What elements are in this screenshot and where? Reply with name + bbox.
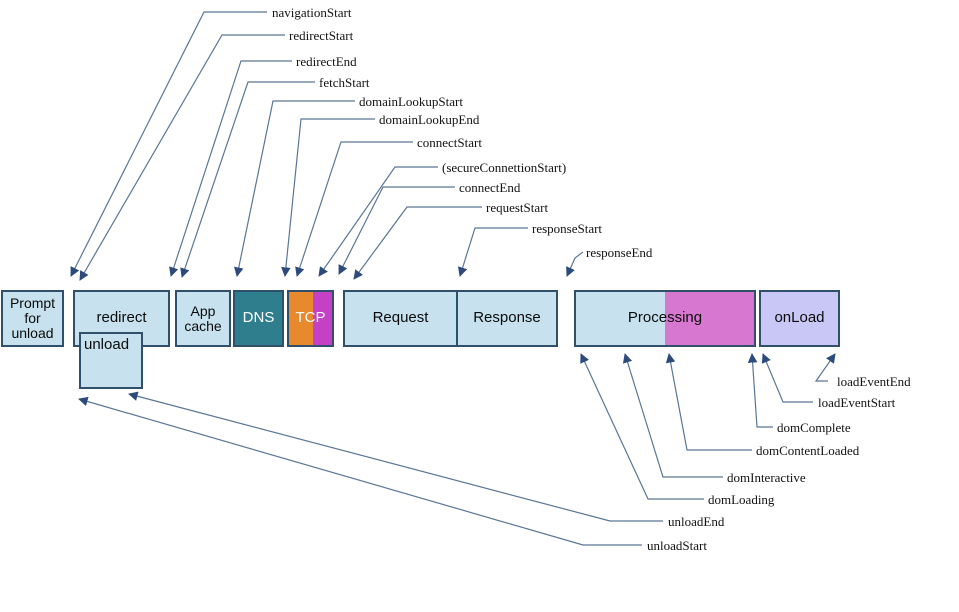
arrow-navigationStart bbox=[70, 11, 267, 277]
event-label-domLoading: domLoading bbox=[708, 492, 775, 507]
arrow-loadEventStart bbox=[761, 353, 813, 403]
event-label-loadEventEnd: loadEventEnd bbox=[837, 374, 911, 389]
event-label-requestStart: requestStart bbox=[486, 200, 549, 215]
arrow-connectStart bbox=[295, 141, 413, 277]
timeline-box-response: Response bbox=[473, 309, 541, 327]
timeline-box-processing: Processing bbox=[574, 290, 756, 347]
arrow-connectEnd bbox=[338, 186, 455, 275]
event-label-connectEnd: connectEnd bbox=[459, 180, 521, 195]
event-label-responseEnd: responseEnd bbox=[586, 245, 653, 260]
arrow-redirectStart bbox=[79, 34, 285, 281]
event-label-domContentLoaded: domContentLoaded bbox=[756, 443, 860, 458]
event-label-secureConnectionStart: (secureConnettionStart) bbox=[442, 160, 567, 175]
timeline-box-onload: onLoad bbox=[759, 290, 840, 347]
event-label-connectStart: connectStart bbox=[417, 135, 482, 150]
event-label-responseStart: responseStart bbox=[532, 221, 603, 236]
arrow-responseEnd bbox=[566, 251, 584, 277]
arrow-requestStart bbox=[353, 206, 482, 280]
arrow-loadEventEnd bbox=[814, 353, 836, 382]
event-label-domComplete: domComplete bbox=[777, 420, 851, 435]
arrow-domainLookupEnd bbox=[281, 118, 375, 277]
arrow-responseStart bbox=[457, 227, 528, 277]
arrow-fetchStart bbox=[180, 81, 315, 278]
timeline-box-app-cache: App cache bbox=[175, 290, 231, 347]
arrow-domInteractive bbox=[622, 353, 723, 478]
timeline-box-dns: DNS bbox=[233, 290, 284, 347]
timeline-box-prompt-for-unload: Prompt for unload bbox=[1, 290, 64, 347]
arrow-domContentLoaded bbox=[665, 353, 752, 451]
timeline-box-request: Request bbox=[345, 292, 458, 345]
arrow-unloadEnd bbox=[128, 391, 663, 522]
timeline-box-tcp: TCP bbox=[287, 290, 334, 347]
arrow-domLoading bbox=[580, 353, 704, 500]
event-label-navigationStart: navigationStart bbox=[272, 5, 352, 20]
arrow-redirectEnd bbox=[169, 60, 292, 277]
event-label-unloadEnd: unloadEnd bbox=[668, 514, 725, 529]
arrow-domComplete bbox=[747, 353, 773, 428]
event-label-fetchStart: fetchStart bbox=[319, 75, 370, 90]
arrow-domainLookupStart bbox=[234, 100, 355, 277]
event-label-redirectStart: redirectStart bbox=[289, 28, 354, 43]
event-label-domainLookupStart: domainLookupStart bbox=[359, 94, 463, 109]
event-label-loadEventStart: loadEventStart bbox=[818, 395, 896, 410]
arrow-secureConnectionStart bbox=[318, 166, 438, 277]
timeline-box-unload: unload bbox=[79, 332, 143, 389]
arrow-unloadStart bbox=[78, 396, 642, 546]
event-label-redirectEnd: redirectEnd bbox=[296, 54, 357, 69]
event-label-domInteractive: domInteractive bbox=[727, 470, 806, 485]
event-label-unloadStart: unloadStart bbox=[647, 538, 707, 553]
event-label-domainLookupEnd: domainLookupEnd bbox=[379, 112, 480, 127]
timeline-box-request-response: Request Response bbox=[343, 290, 558, 347]
